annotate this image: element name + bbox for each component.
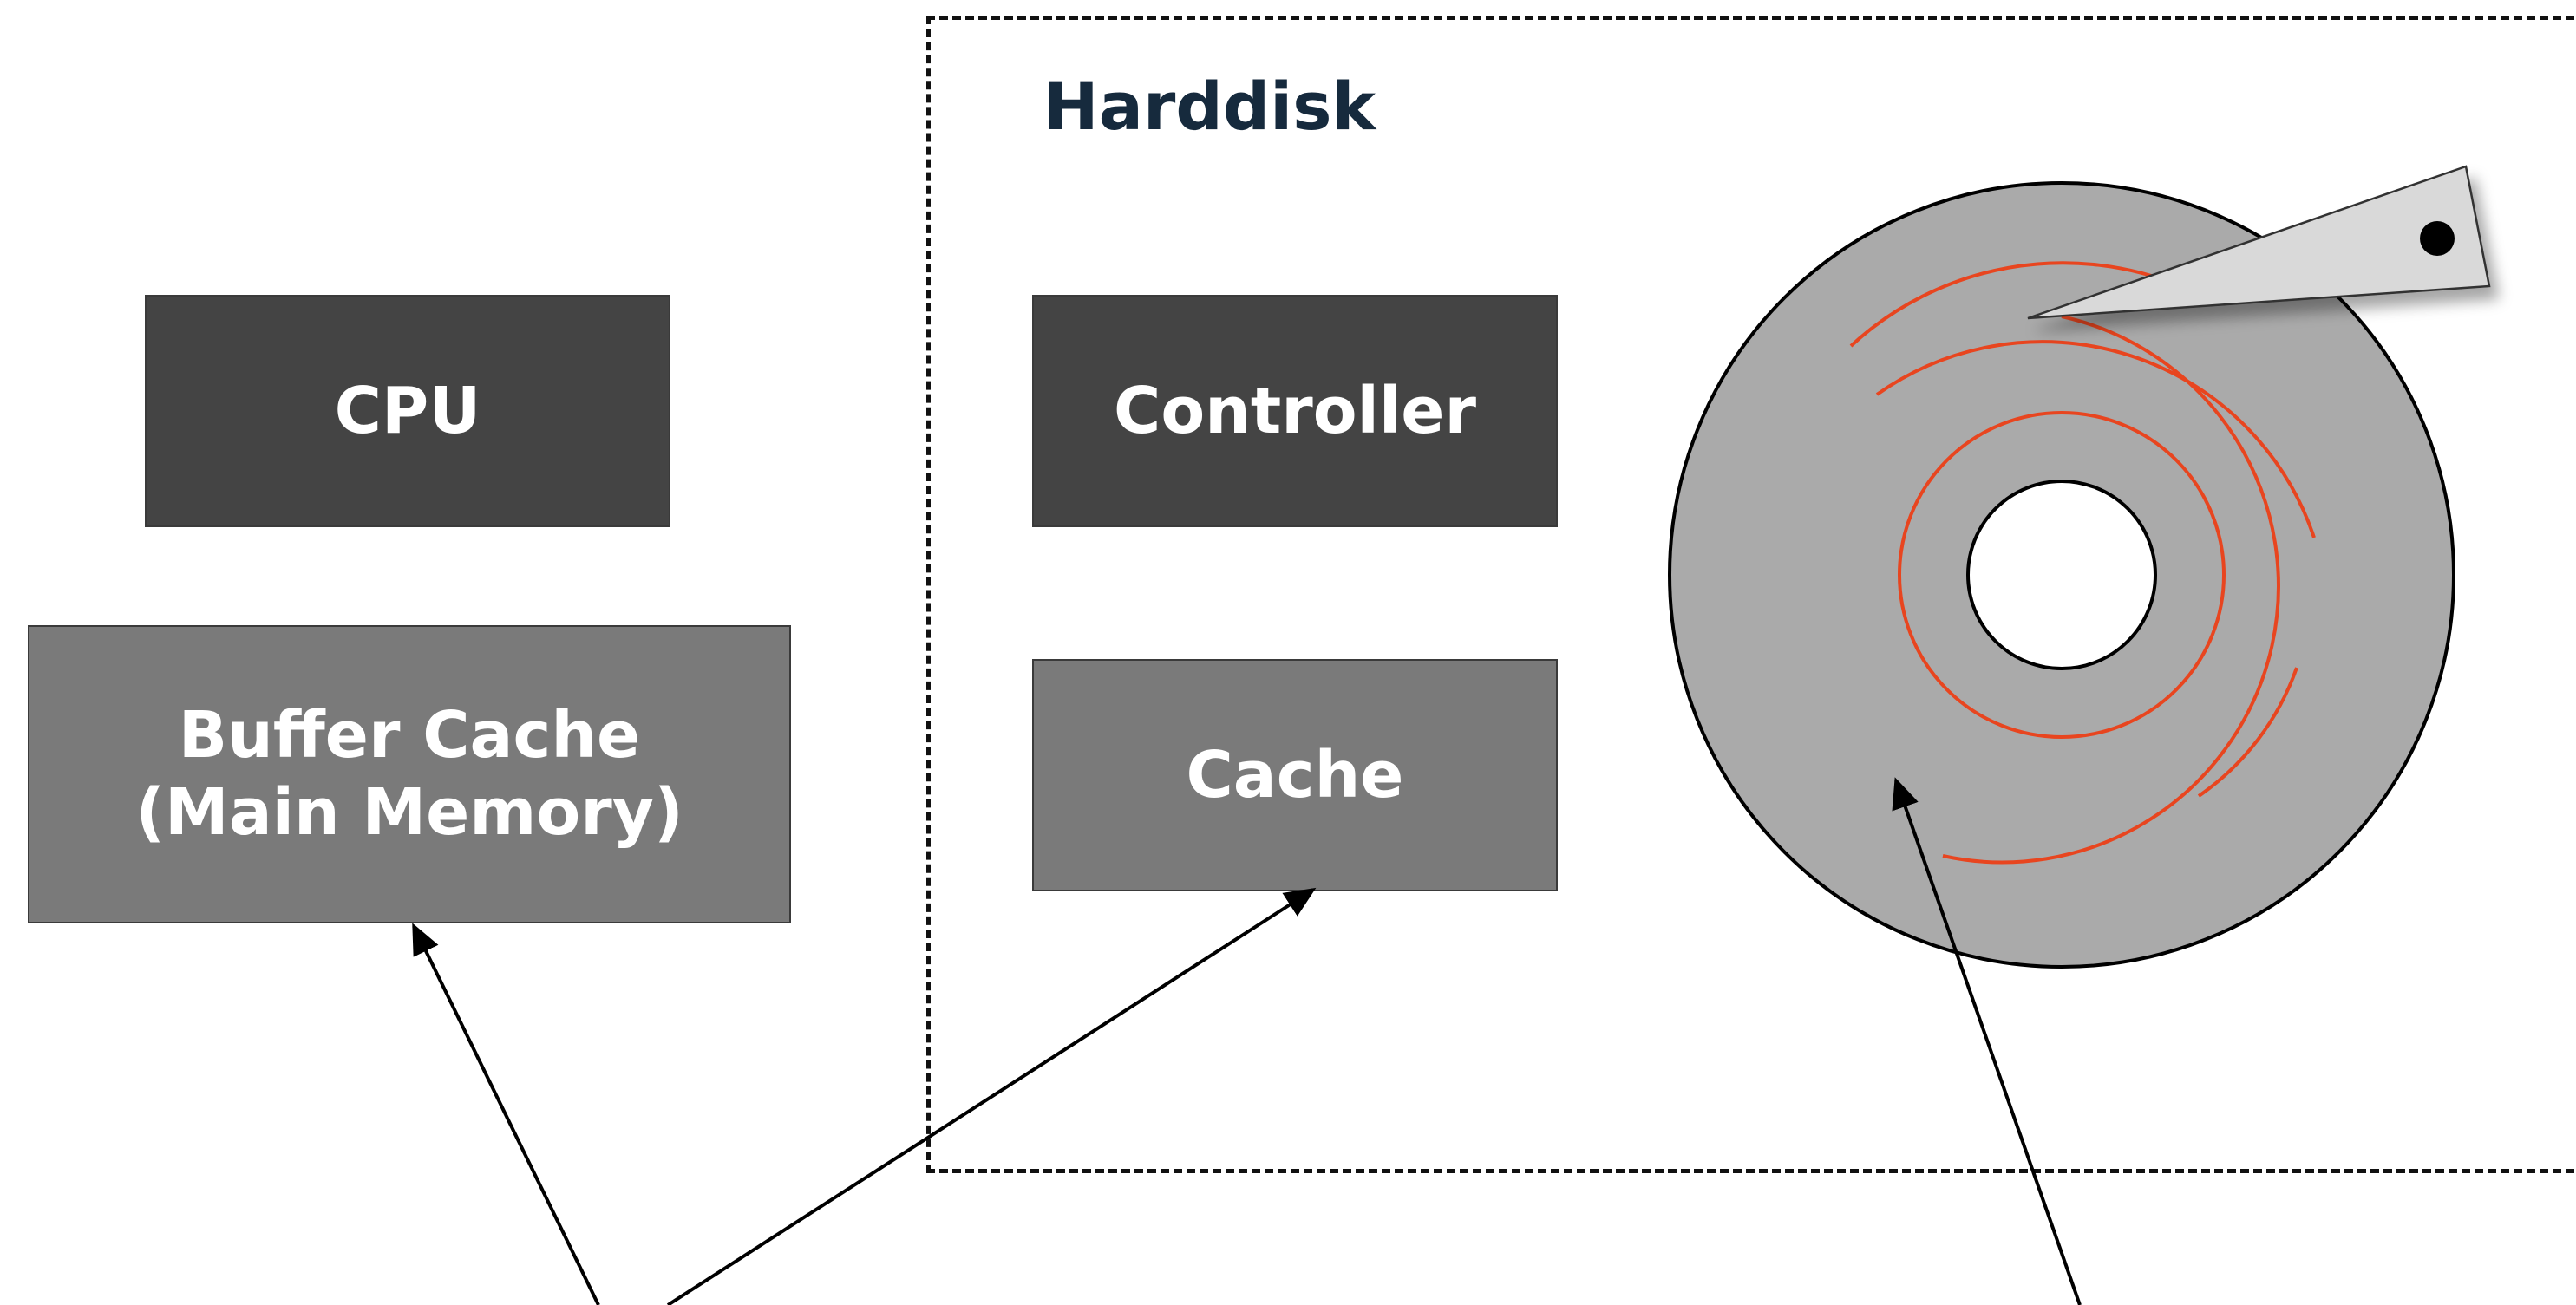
track-arc <box>1942 315 2280 865</box>
disk-cache-box: Cache <box>1032 659 1558 891</box>
arrow-to-buffer-cache <box>412 923 600 1305</box>
track-arc <box>1875 340 2316 538</box>
controller-box: Controller <box>1032 295 1558 527</box>
harddisk-boundary <box>926 16 2576 1173</box>
controller-label: Controller <box>1114 374 1476 448</box>
read-write-head-icon <box>2027 165 2491 320</box>
cpu-box: CPU <box>145 295 670 527</box>
cpu-label: CPU <box>334 374 481 448</box>
track-arc <box>1849 261 2184 348</box>
hard-disk-platter-icon <box>1668 181 2455 969</box>
spindle-hole <box>1966 480 2157 670</box>
arrow-to-platter <box>1892 777 2082 1305</box>
buffer-cache-box: Buffer Cache (Main Memory) <box>28 625 791 923</box>
buffer-cache-label: Buffer Cache <box>178 698 641 773</box>
arrow-to-disk-cache <box>666 887 1317 1305</box>
main-memory-label: (Main Memory) <box>135 775 683 850</box>
track-circle <box>1898 411 2226 739</box>
harddisk-title: Harddisk <box>1043 68 1376 145</box>
track-arc <box>2197 667 2298 798</box>
disk-cache-label: Cache <box>1186 738 1404 812</box>
